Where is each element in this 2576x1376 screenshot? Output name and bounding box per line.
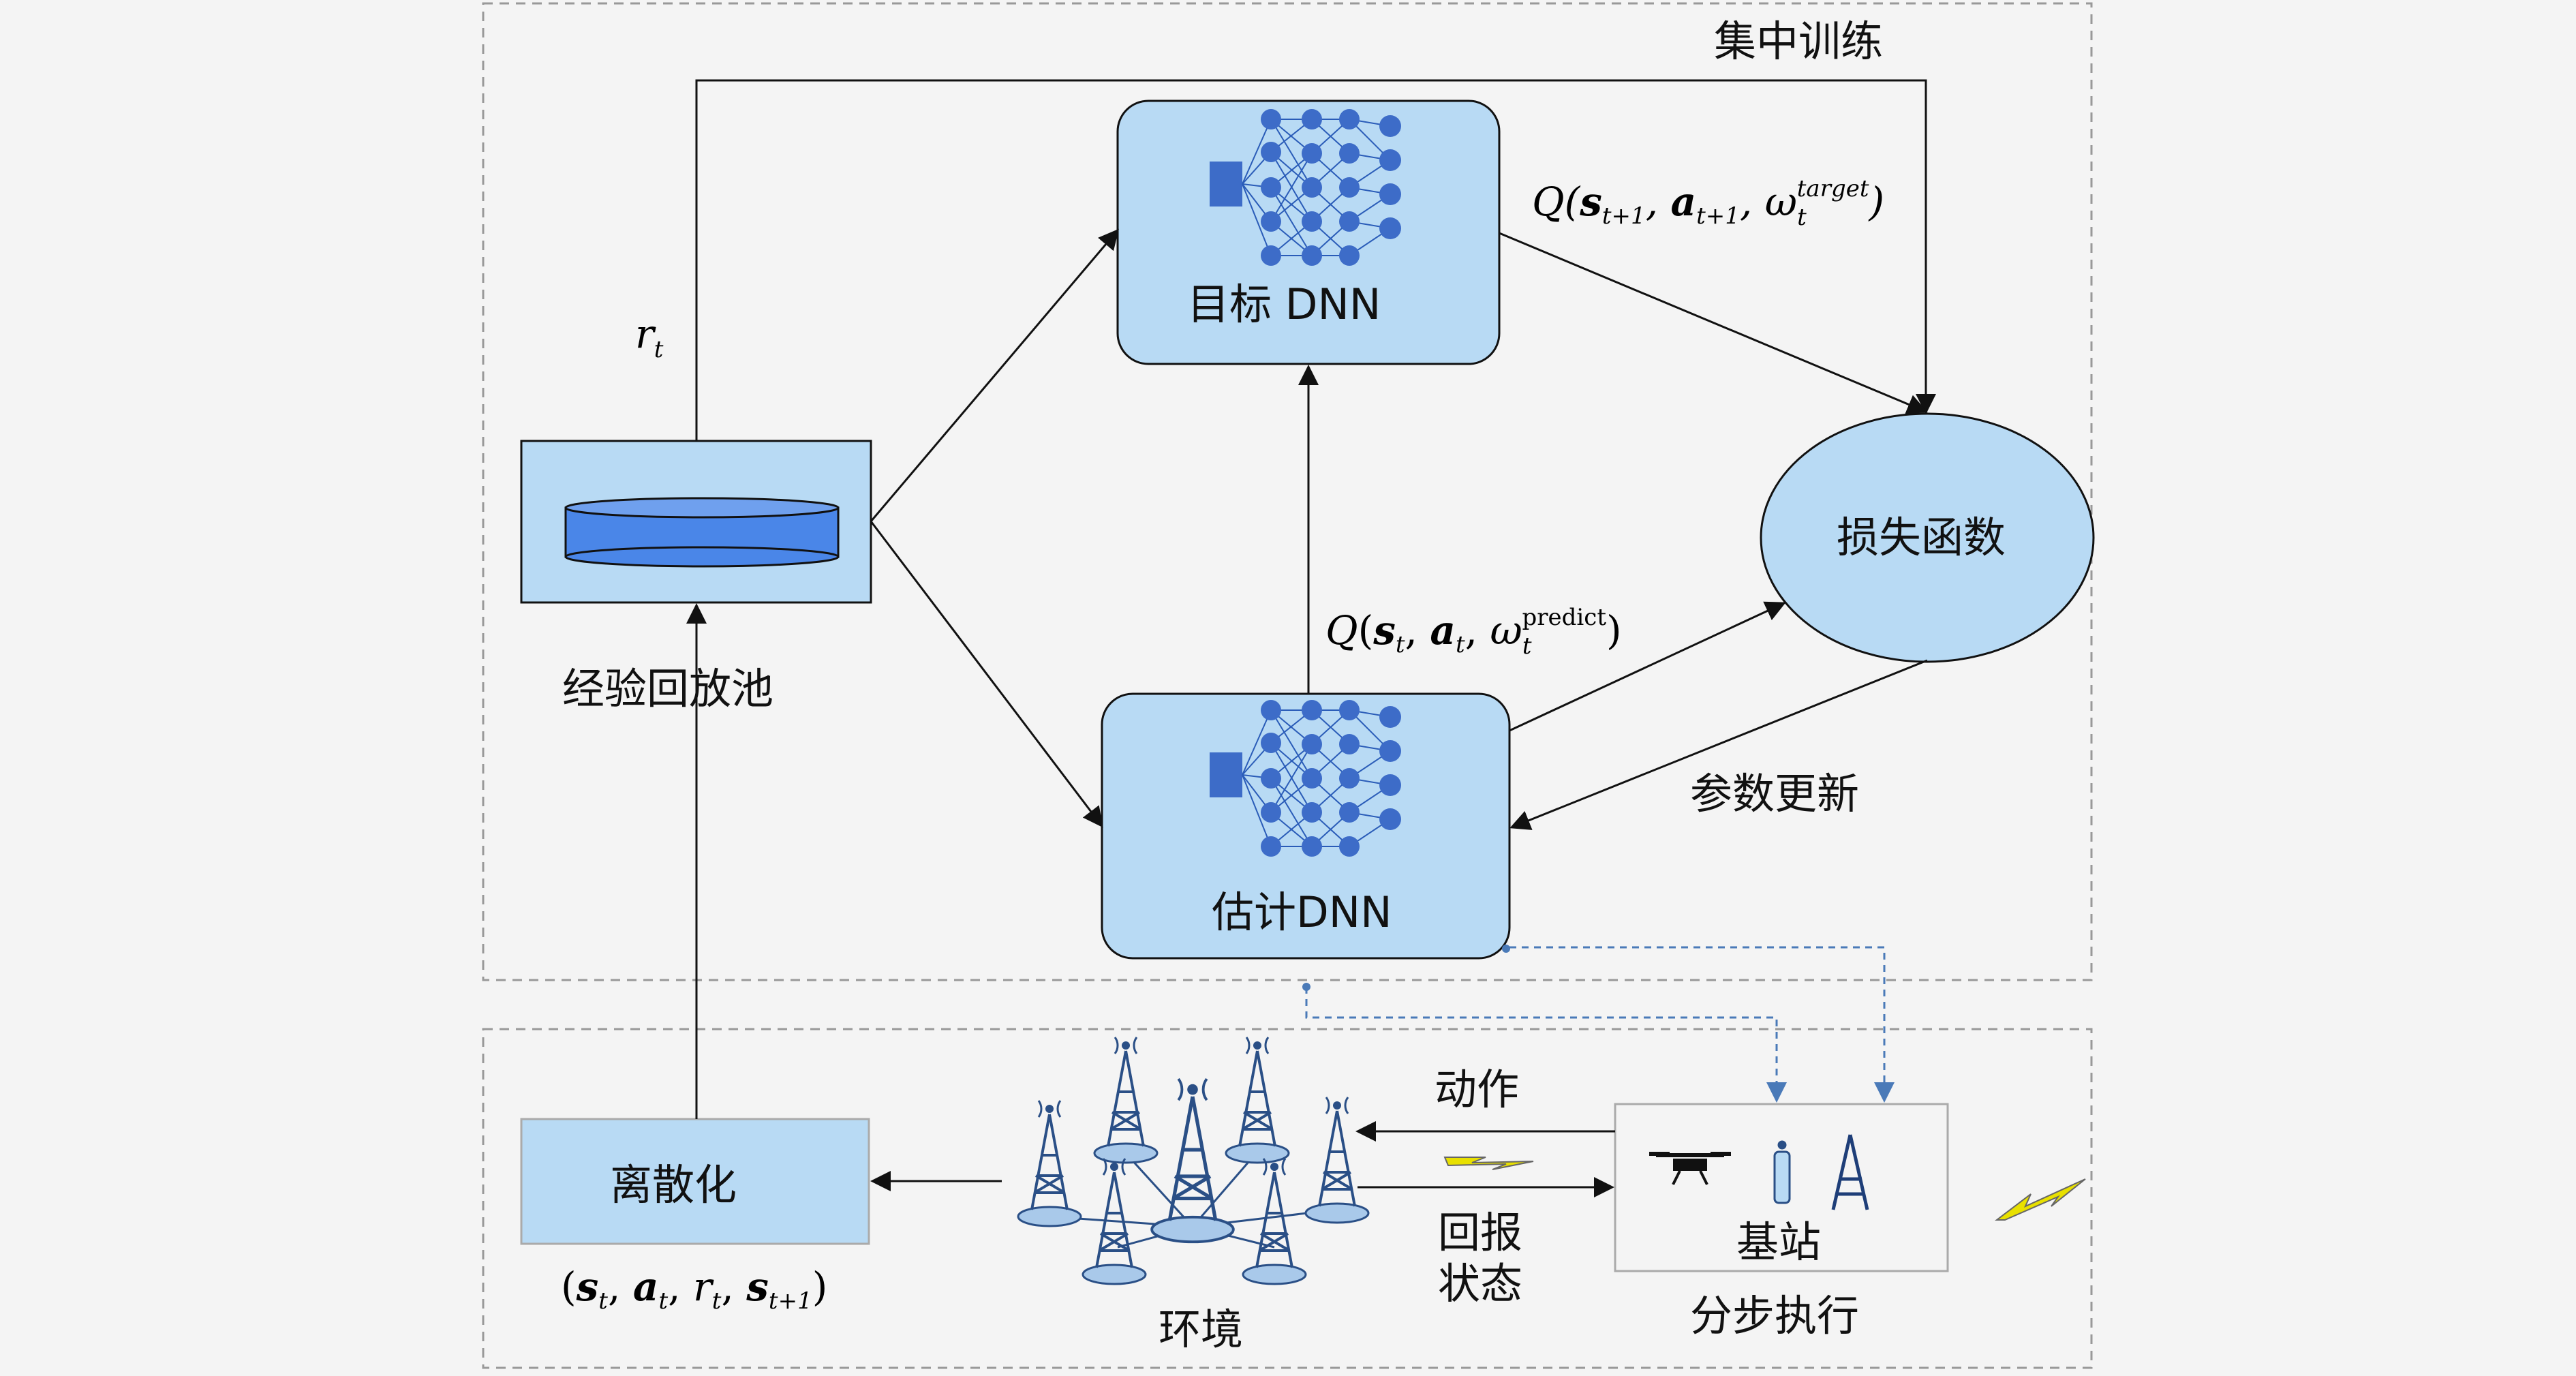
execution-frame	[482, 1028, 2093, 1369]
pool-to-target-arrow	[870, 228, 1119, 522]
estimate-to-station-link-1	[1305, 987, 1787, 1103]
base-station-label: 基站	[1736, 1217, 1821, 1267]
rt-label: rt	[635, 311, 664, 363]
pool-to-estimate-arrow	[870, 521, 1103, 828]
estimate-to-station-link-2	[1509, 946, 1895, 1103]
action-label: 动作	[1435, 1065, 1519, 1114]
rt-arrow	[695, 79, 1936, 441]
environment-towers-icon	[1017, 1036, 1370, 1285]
training-frame	[482, 2, 2093, 981]
lightning-icon-right	[1995, 1178, 2086, 1221]
loss-function-label: 损失函数	[1837, 513, 2006, 562]
replay-pool-label: 经验回放池	[562, 664, 773, 714]
transition-tuple: (st, at, rt, st+1)	[561, 1264, 827, 1315]
tower-icon	[1831, 1134, 1869, 1210]
lightning-icon	[1443, 1157, 1534, 1170]
estimate-dnn-label: 估计DNN	[1212, 887, 1392, 937]
centralized-training-label: 集中训练	[1714, 16, 1883, 66]
discretize-box	[520, 1118, 870, 1245]
estimate-to-loss-arrow	[1509, 601, 1786, 732]
environment-label: 环境	[1159, 1304, 1243, 1354]
target-dnn-label: 目标 DNN	[1187, 279, 1381, 329]
state-label: 状态	[1438, 1259, 1522, 1309]
discretize-label: 离散化	[610, 1160, 737, 1210]
target-to-loss-arrow	[1499, 232, 1928, 414]
stepwise-execution-label: 分步执行	[1690, 1291, 1859, 1341]
antenna-icon	[1773, 1140, 1791, 1204]
database-cylinder-icon	[564, 497, 840, 568]
q-target-formula: Q(st+1, at+1, ωttarget)	[1532, 175, 1884, 231]
q-predict-formula: Q(st, at, ωtpredict)	[1325, 604, 1622, 660]
loss-to-estimate-arrow	[1509, 659, 1928, 830]
param-update-label: 参数更新	[1690, 769, 1859, 819]
return-label: 回报	[1438, 1208, 1522, 1257]
drone-icon	[1649, 1152, 1731, 1185]
